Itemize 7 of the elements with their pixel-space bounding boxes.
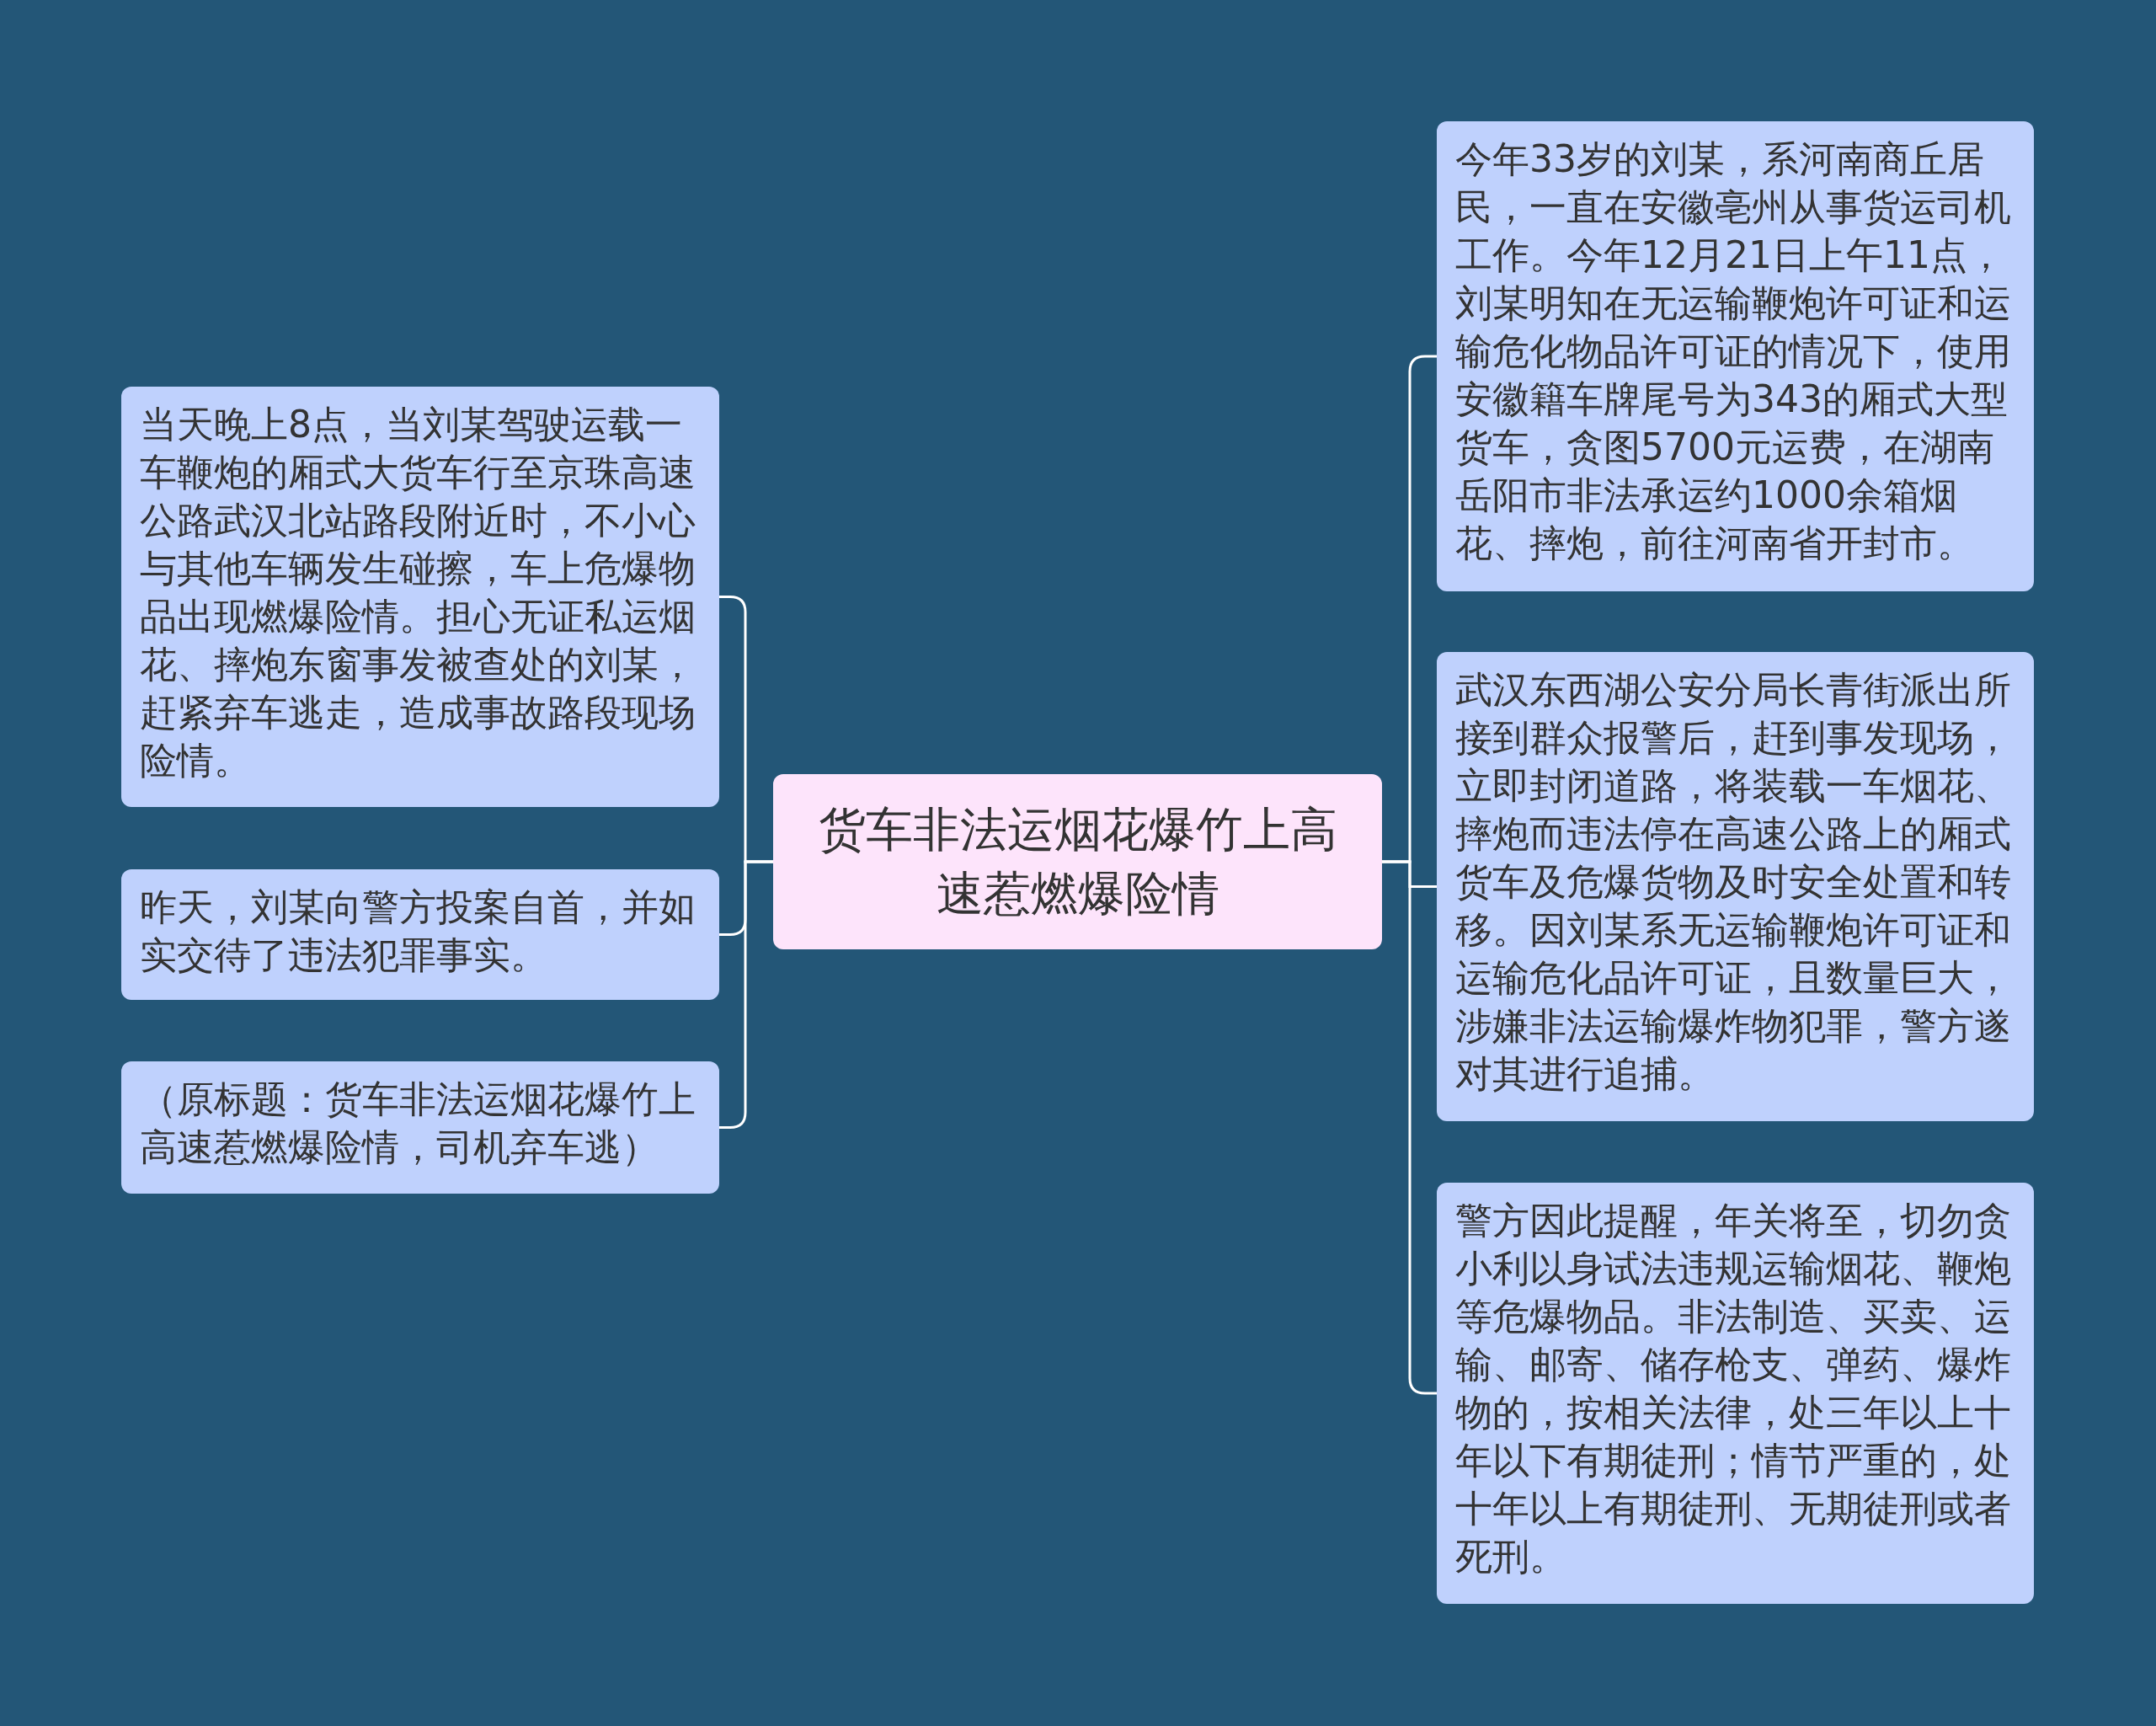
topic-box: 货车非法运烟花爆竹上高速惹燃爆险情	[773, 774, 1382, 949]
text-box: 昨天，刘某向警方投案自首，并如实交待了违法犯罪事实。	[121, 869, 719, 1000]
text-box: 警方因此提醒，年关将至，切勿贪小利以身试法违规运输烟花、鞭炮等危爆物品。非法制造、买卖、运输、邮寄、储存枪支、弹药、爆炸物的，按相关法律，处三年以上十年以下有期徒刑；情节严重的，处十年以上有期徒刑、无期徒刑或者死刑。	[1437, 1183, 2034, 1604]
text-box: 当天晚上8点，当刘某驾驶运载一车鞭炮的厢式大货车行至京珠高速公路武汉北站路段附近时，不小心与其他车辆发生碰擦，车上危爆物品出现燃爆险情。担心无证私运烟花、摔炮东窗事发被查处的刘某，赶紧弃车逃走，造成事故路段现场险情。	[121, 387, 719, 807]
text-box: 武汉东西湖公安分局长青街派出所接到群众报警后，赶到事发现场，立即封闭道路，将装载一车烟花、摔炮而违法停在高速公路上的厢式货车及危爆货物及时安全处置和转移。因刘某系无运输鞭炮许可证和运输危化品许可证，且数量巨大，涉嫌非法运输爆炸物犯罪，警方遂对其进行追捕。	[1437, 652, 2034, 1121]
text-box: （原标题：货车非法运烟花爆竹上高速惹燃爆险情，司机弃车逃）	[121, 1061, 719, 1194]
text-box: 今年33岁的刘某，系河南商丘居民，一直在安徽亳州从事货运司机工作。今年12月21日上午11点，刘某明知在无运输鞭炮许可证和运输危化物品许可证的情况下，使用安徽籍车牌尾号为343的厢式大型货车，贪图5700元运费，在湖南岳阳市非法承运约1000余箱烟花、摔炮，前往河南省开封市。	[1437, 121, 2034, 591]
